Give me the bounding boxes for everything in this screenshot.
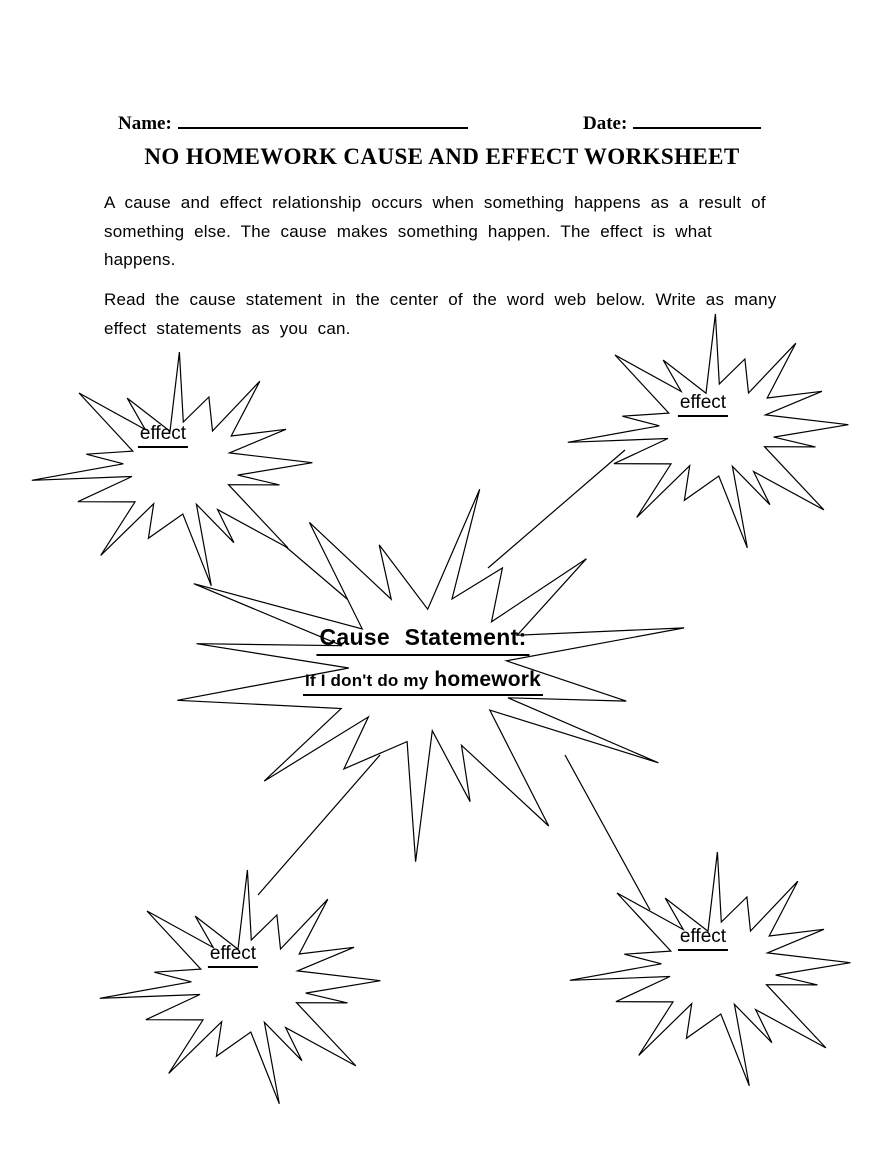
name-field-block: Name: <box>118 110 468 135</box>
connector-line-top-right <box>487 449 626 569</box>
instruction-line: Read the cause statement in the center o… <box>104 290 777 309</box>
effect-label-top-right: effect <box>677 392 729 417</box>
starburst-effect-bottom-right <box>569 851 851 1087</box>
connector-line-bottom-left <box>257 754 381 896</box>
cause-statement-heading: Cause Statement: <box>316 624 530 656</box>
starburst-effect-top-left <box>31 351 313 587</box>
date-blank-line <box>633 110 762 129</box>
intro-line: happens. <box>104 250 176 269</box>
starburst-cause-center <box>177 488 685 862</box>
intro-line: something else. The cause makes somethin… <box>104 221 712 241</box>
cause-statement-text: If I don't do my homework <box>302 668 544 696</box>
instruction-line: effect statements as you can. <box>104 318 351 338</box>
effect-label-bottom-left: effect <box>207 943 259 968</box>
effect-label-top-left: effect <box>137 423 189 448</box>
worksheet-title: NO HOMEWORK CAUSE AND EFFECT WORKSHEET <box>144 144 740 169</box>
connector-line-bottom-right <box>564 754 651 911</box>
instruction-paragraph: Read the cause statement in the center o… <box>104 286 780 343</box>
name-label: Name: <box>118 113 172 134</box>
name-blank-line <box>177 110 468 129</box>
starburst-effect-top-right <box>567 313 849 549</box>
date-label: Date: <box>583 113 628 134</box>
date-field-block: Date: <box>583 110 762 135</box>
effect-label-bottom-right: effect <box>677 926 729 951</box>
intro-paragraph: A cause and effect relationship occurs w… <box>104 189 780 275</box>
cause-statement-emphasis: homework <box>434 668 542 691</box>
intro-line: A cause and effect relationship occurs w… <box>104 193 766 212</box>
starburst-effect-bottom-left <box>99 869 381 1105</box>
cause-statement-prefix: If I don't do my <box>304 671 429 690</box>
